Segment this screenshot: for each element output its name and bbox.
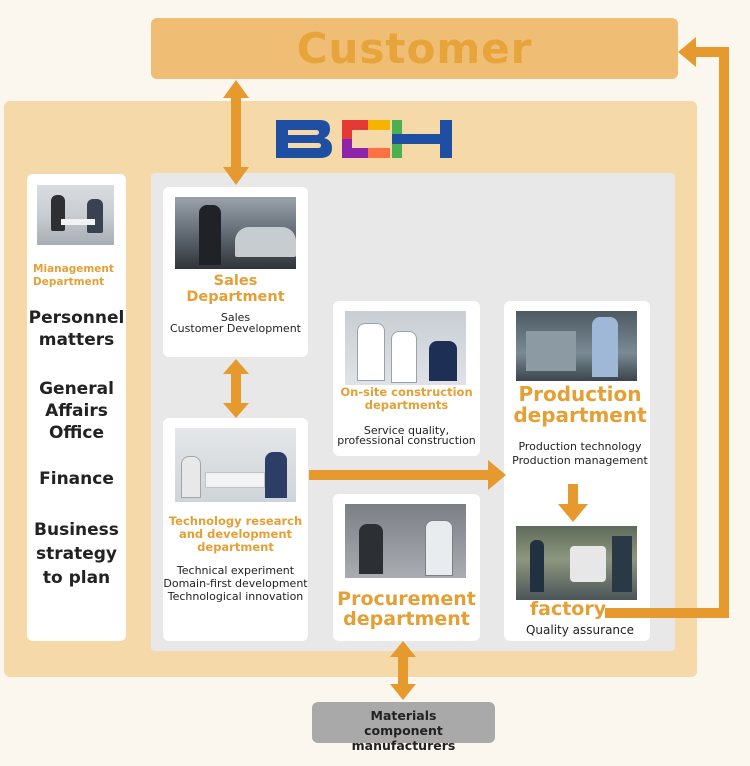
materials-line-1: Materials [370, 708, 437, 723]
sales-line-2: Customer Development [170, 322, 301, 335]
arrow-customer-sales [223, 80, 249, 185]
production-photo [516, 311, 637, 381]
onsite-title: On-site construction departments [340, 385, 473, 412]
onsite-photo [345, 311, 466, 385]
logo-letter-b [276, 120, 332, 158]
logo-letter-c [342, 120, 390, 158]
arrow-technology-production [309, 460, 506, 490]
bch-logo [276, 120, 452, 158]
technology-line-1: Technical experiment [176, 564, 295, 577]
procurement-photo [345, 504, 466, 578]
management-item-strategy: Business strategy to plan [34, 520, 119, 588]
factory-subtitle: Quality assurance [525, 623, 635, 637]
technology-title: Technology research and development depa… [168, 514, 303, 554]
production-line-2: Production management [512, 454, 648, 467]
management-panel [27, 174, 126, 641]
customer-box: Customer [151, 18, 678, 79]
logo-letter-h [392, 120, 452, 158]
production-title: Production department [513, 382, 647, 427]
arrow-production-factory [558, 484, 588, 522]
onsite-line-2: professional construction [337, 434, 476, 447]
arrow-factory-customer [605, 37, 729, 618]
procurement-title: Procurement department [337, 588, 476, 630]
production-line-1: Production technology [518, 440, 642, 453]
factory-photo [516, 526, 637, 600]
materials-line-2: component manufacturers [351, 723, 456, 753]
sales-line-1: Sales [220, 311, 251, 324]
management-photo [37, 185, 114, 245]
management-item-general-affairs: General Affairs Office [39, 379, 114, 443]
factory-title: factory [529, 598, 607, 620]
onsite-line-1: Service quality, [363, 424, 450, 437]
arrow-sales-technology [223, 359, 249, 418]
materials-box: Materials component manufacturers [312, 702, 495, 753]
management-item-finance: Finance [39, 469, 114, 489]
management-title: Mianagement Department [33, 263, 114, 288]
management-item-personnel: Personnel matters [28, 308, 125, 350]
technology-line-3: Technological innovation [167, 590, 304, 603]
sales-photo [175, 197, 296, 269]
customer-label: Customer [296, 24, 533, 73]
materials-label: Materials component manufacturers [312, 702, 495, 753]
sales-title: Sales Department [186, 273, 285, 305]
technology-line-2: Domain-first development [163, 577, 308, 590]
technology-photo [175, 428, 296, 502]
arrow-procurement-materials [390, 641, 416, 700]
